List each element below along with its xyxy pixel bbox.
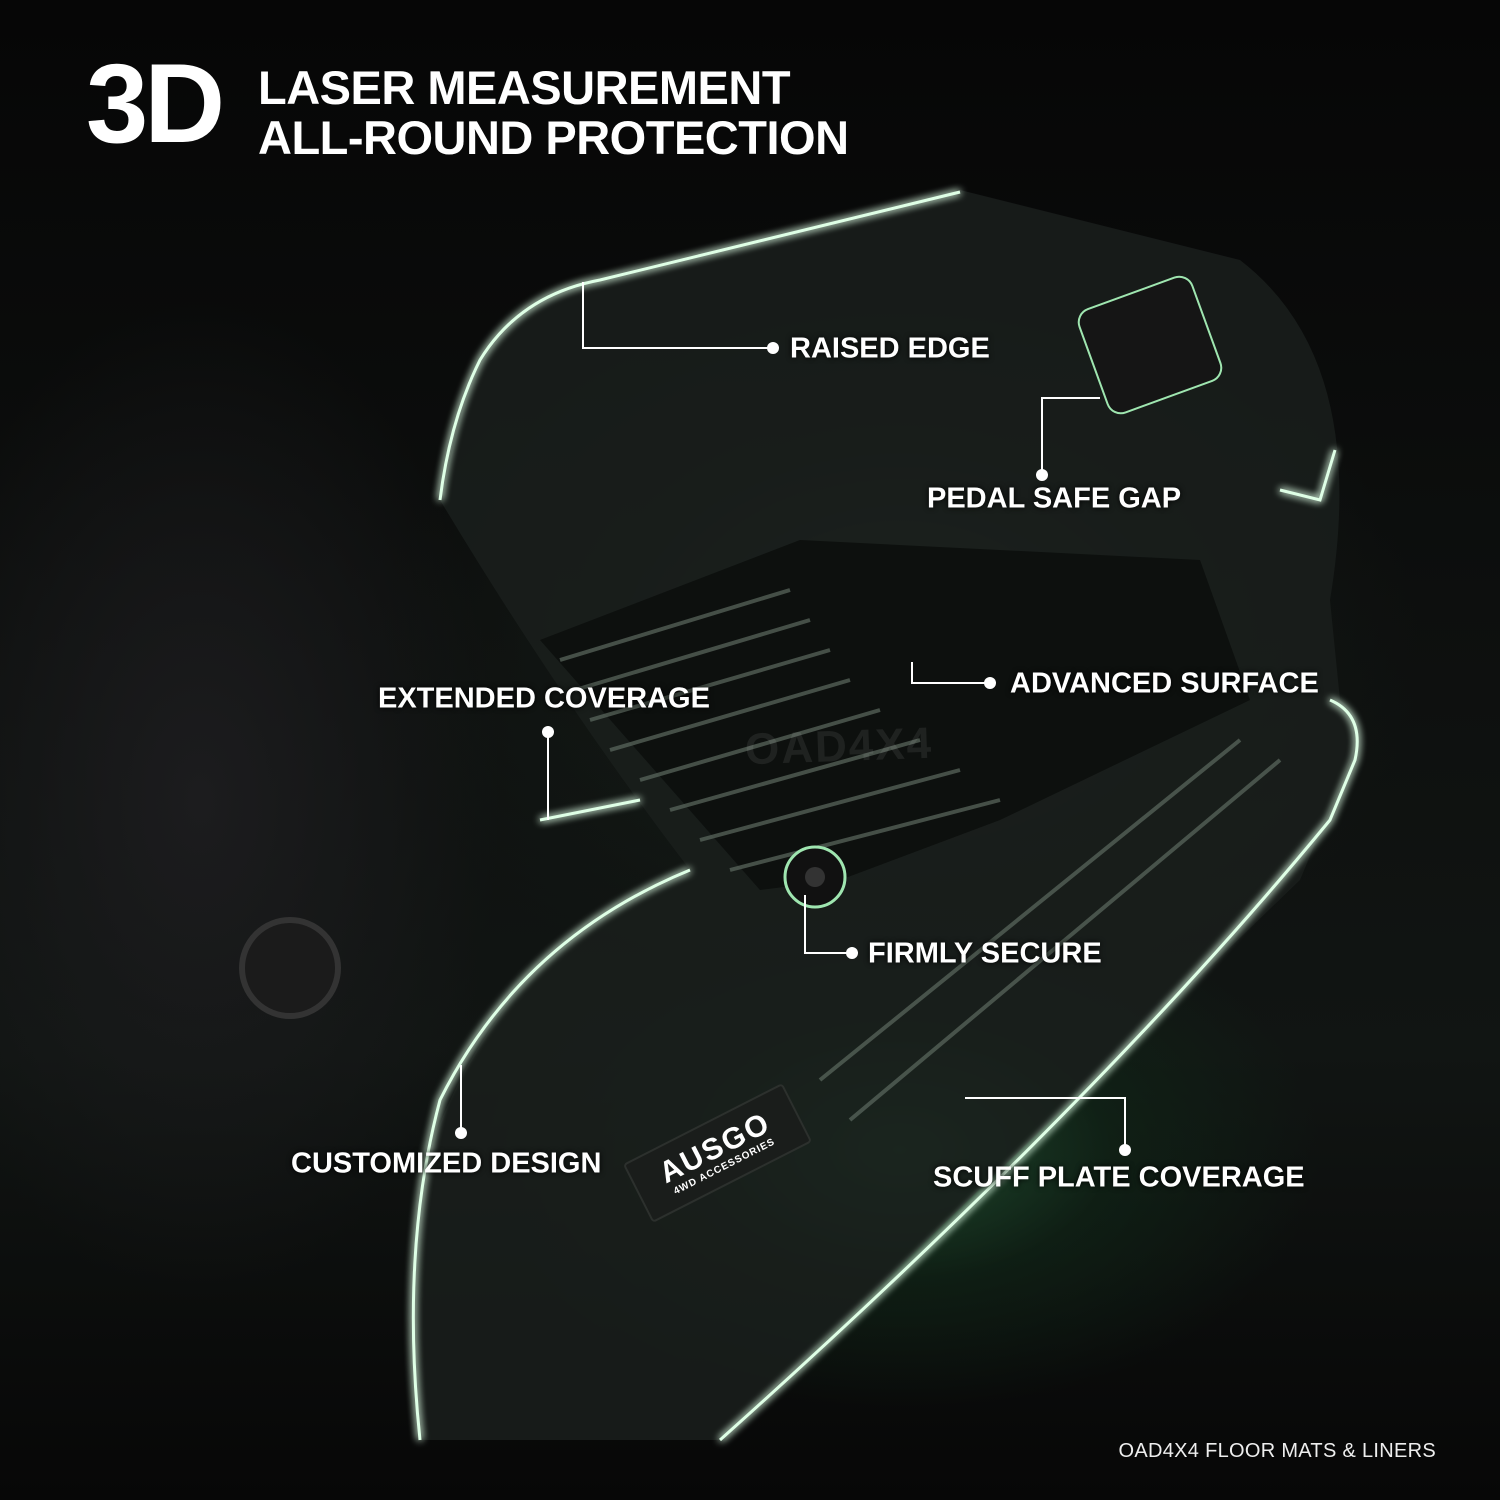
callout-raised-edge: RAISED EDGE [790, 332, 990, 365]
headline-line1: LASER MEASUREMENT [258, 61, 791, 114]
callout-extended-coverage: EXTENDED COVERAGE [378, 682, 710, 715]
mat-ribs [559, 588, 1282, 1122]
callout-lines [460, 282, 1126, 1150]
anchor-clip-center [805, 867, 825, 887]
pedal [1077, 275, 1223, 415]
callout-dots [455, 342, 1131, 1156]
headline-line2: ALL-ROUND PROTECTION [258, 111, 849, 164]
callout-pedal-safe-gap: PEDAL SAFE GAP [927, 482, 1182, 515]
callout-scuff-plate-coverage: SCUFF PLATE COVERAGE [933, 1161, 1305, 1194]
headline-3d: 3D [86, 41, 225, 166]
seat-knob [239, 917, 341, 1019]
footer-caption: OAD4X4 FLOOR MATS & LINERS [1118, 1440, 1436, 1462]
callout-customized-design: CUSTOMIZED DESIGN [291, 1147, 602, 1180]
mat-center-pad [540, 540, 1250, 890]
callout-advanced-surface: ADVANCED SURFACE [1010, 667, 1319, 700]
glow-outline [411, 190, 1359, 1442]
callout-firmly-secure: FIRMLY SECURE [868, 937, 1102, 970]
watermark: OAD4X4 [744, 718, 934, 775]
